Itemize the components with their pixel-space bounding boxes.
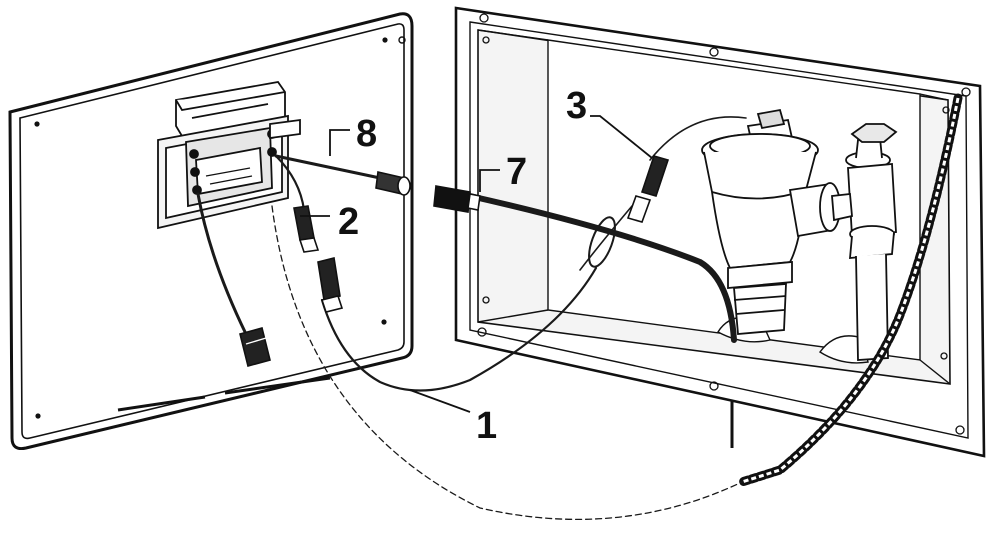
leader-lines xyxy=(300,115,653,413)
callout-1: 1 xyxy=(476,405,497,447)
cover-plate xyxy=(8,12,414,450)
sensor-module xyxy=(157,81,301,230)
callout-3: 3 xyxy=(566,85,587,127)
flush-valve xyxy=(701,108,841,335)
callout-2: 2 xyxy=(338,201,359,243)
cables xyxy=(196,116,747,521)
callout-7: 7 xyxy=(506,151,527,193)
connectors xyxy=(239,155,670,367)
callout-8: 8 xyxy=(356,113,377,155)
